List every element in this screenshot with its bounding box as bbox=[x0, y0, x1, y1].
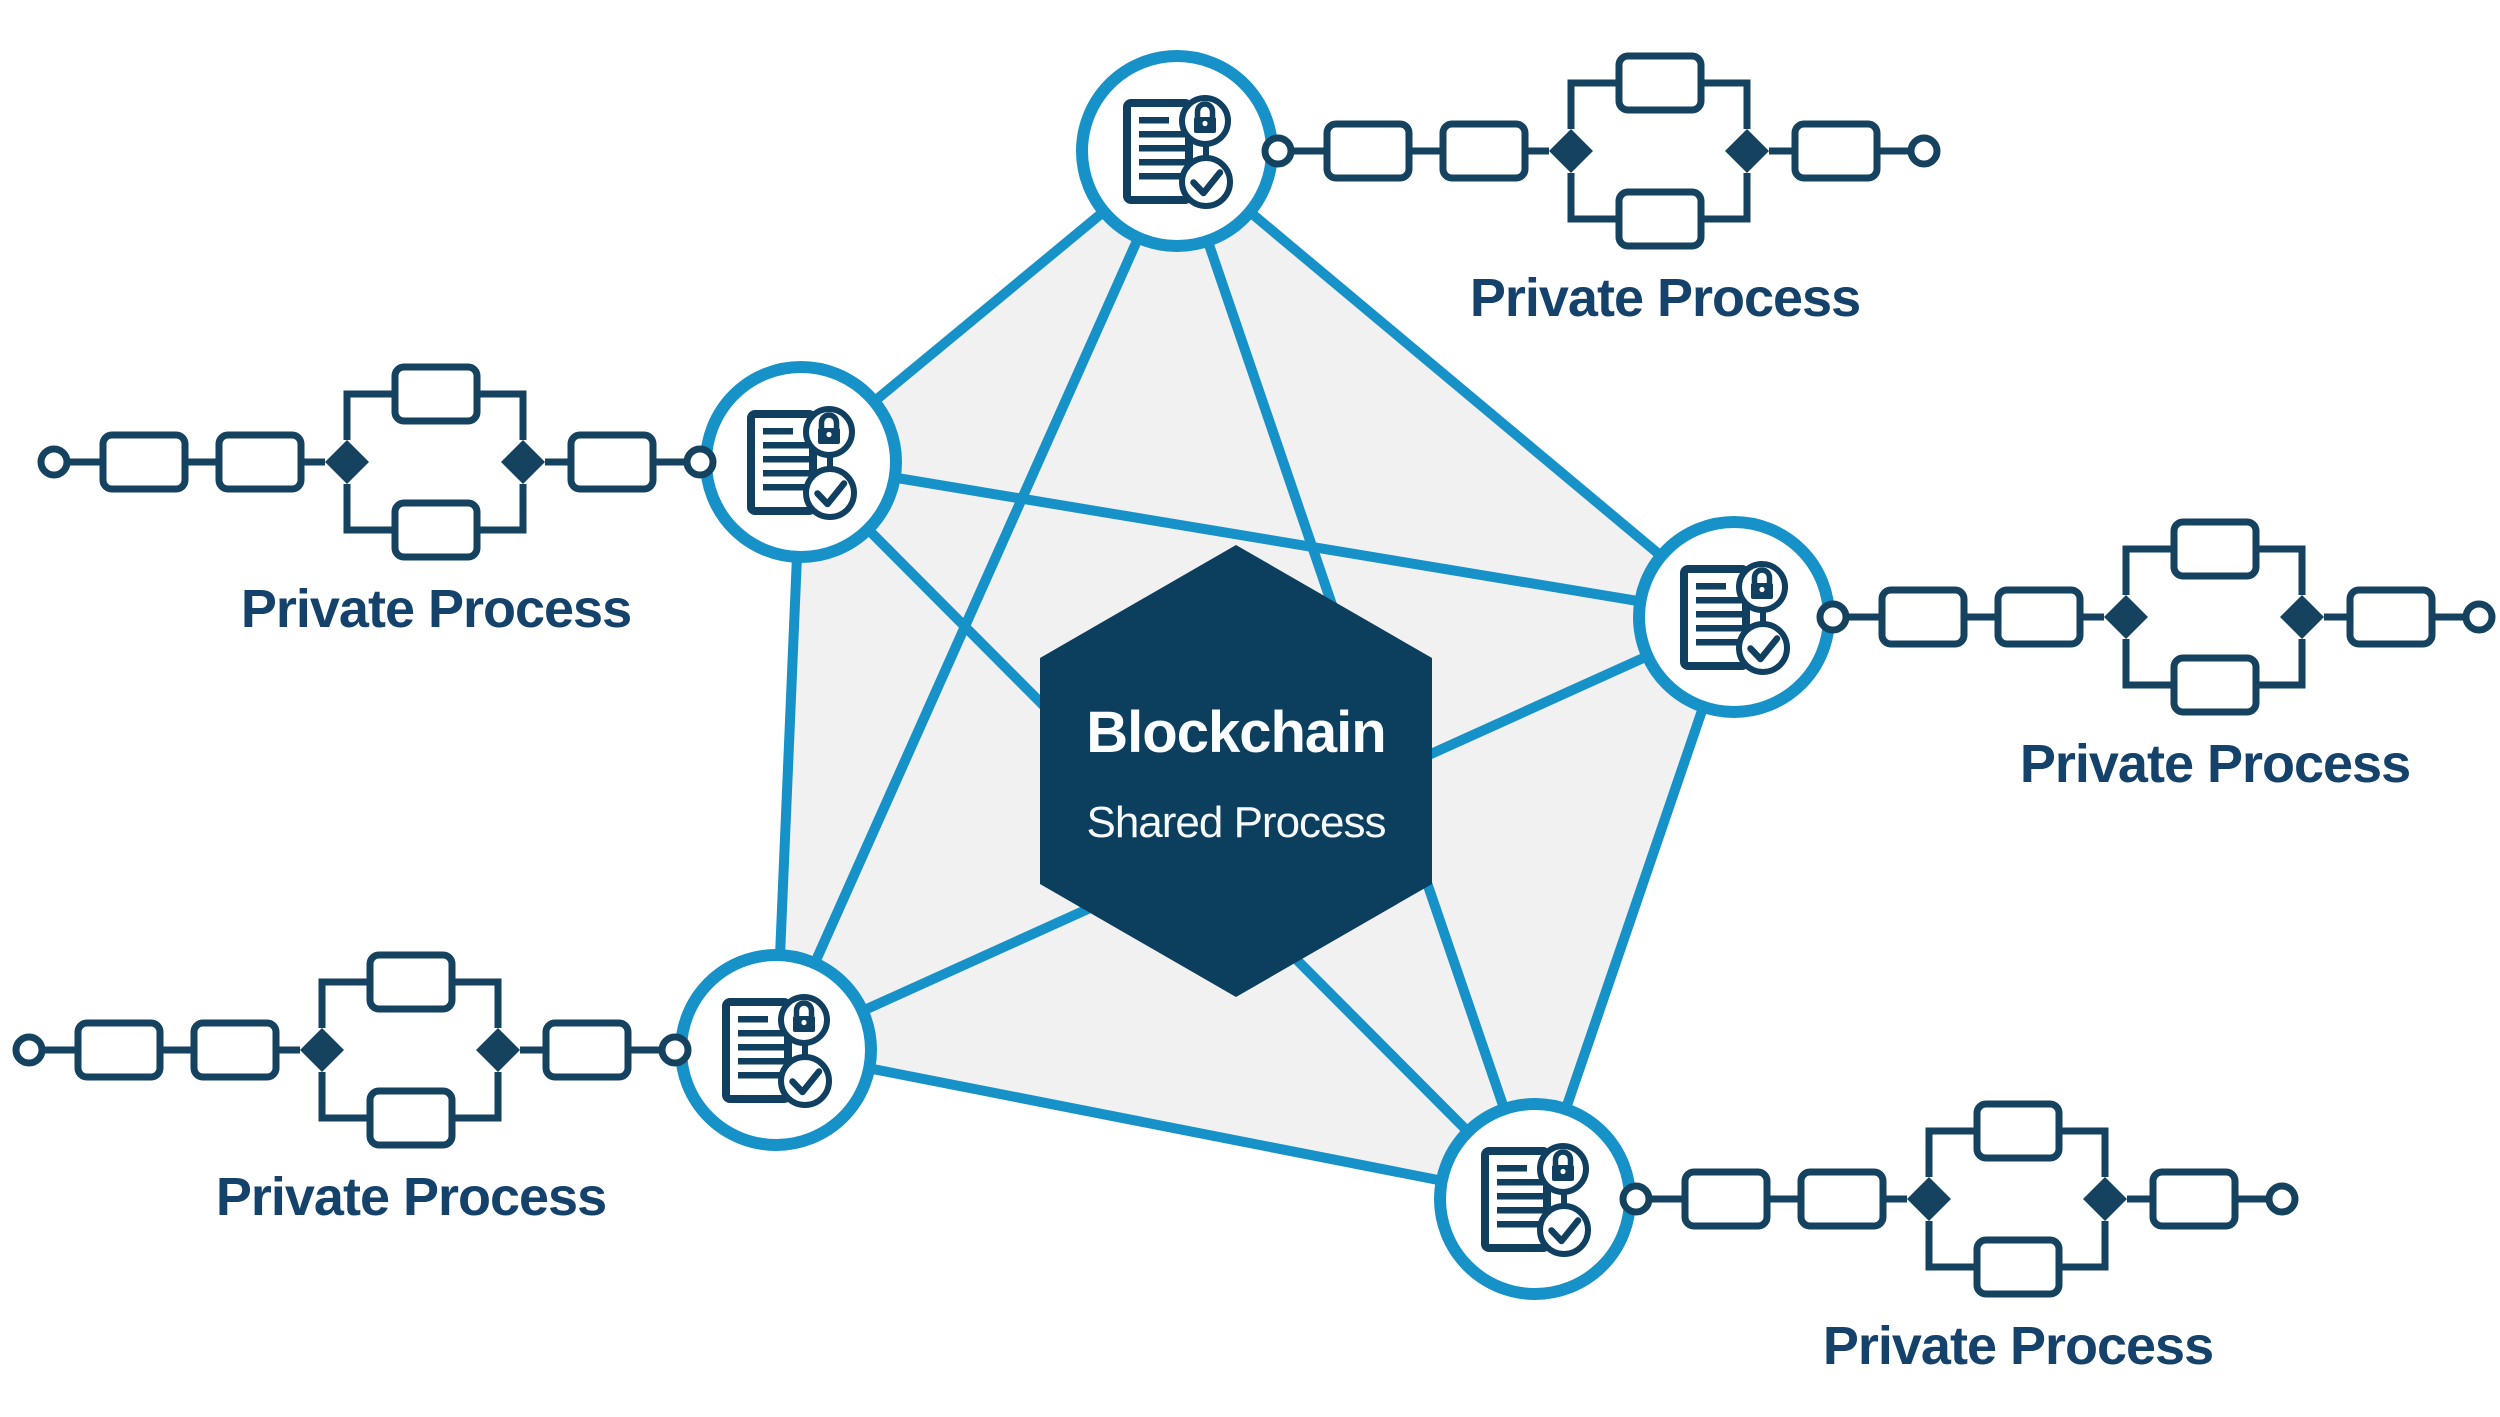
node-upper-left bbox=[706, 367, 896, 557]
network-edge-right-bottom bbox=[1530, 615, 1739, 1201]
hexagon-title: Blockchain bbox=[1086, 700, 1385, 765]
hexagon-shape bbox=[1040, 545, 1432, 997]
node-right bbox=[1639, 522, 1829, 712]
blockchain-hexagon: Blockchain Shared Process bbox=[1040, 545, 1432, 997]
private-process-label: Private Process bbox=[1823, 1316, 2213, 1376]
private-process-label: Private Process bbox=[216, 1167, 606, 1227]
hexagon-subtitle: Shared Process bbox=[1086, 798, 1385, 847]
private-process-label: Private Process bbox=[2020, 734, 2410, 794]
private-process-label: Private Process bbox=[241, 579, 631, 639]
private-process-label: Private Process bbox=[1470, 268, 1860, 328]
node-bottom bbox=[1440, 1104, 1630, 1294]
network-edge-upperleft-right bbox=[800, 457, 1735, 622]
network-edge-top-lowerleft bbox=[771, 148, 1182, 1053]
network-edge-lowerleft-bottom bbox=[775, 1045, 1536, 1204]
node-top bbox=[1082, 56, 1272, 246]
network-edge-top-right bbox=[1173, 147, 1738, 621]
node-lower-left bbox=[681, 955, 871, 1145]
